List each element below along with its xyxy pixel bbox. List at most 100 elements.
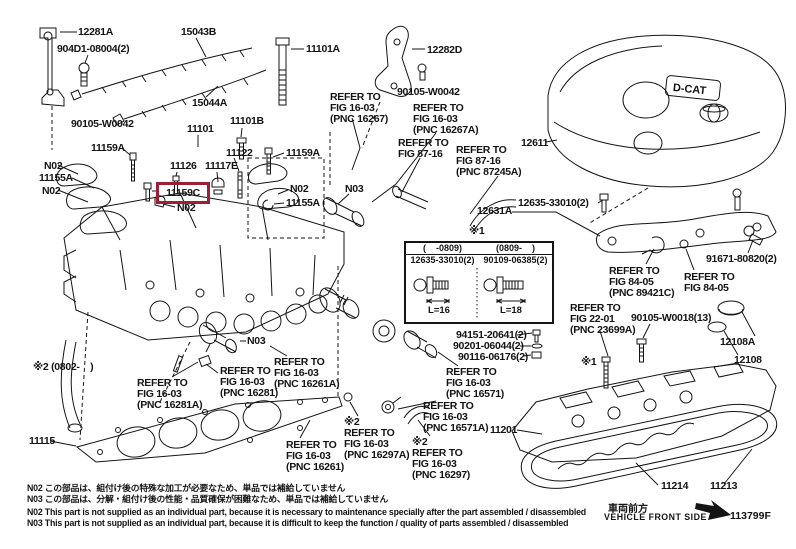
label-12108A: 12108A (720, 336, 755, 348)
bolt-84-05-drawing (679, 239, 695, 271)
label-90105-W0042-a: 90105-W0042 (71, 118, 134, 130)
hanger-bracket-12631-drawing (512, 188, 777, 254)
highlighted-part-label: 11159C (166, 187, 200, 199)
footnote-n03-jp: N03 この部品は、分解・組付け後の性能・品質確保が困難なため、単品では補給して… (27, 494, 389, 504)
label-12611: 12611 (521, 137, 549, 149)
stud-11122-drawing (233, 157, 243, 199)
label-12282D: 12282D (427, 44, 462, 56)
water-pipe-n03-drawing (322, 132, 365, 227)
applicability-col-early: ( -0809) (422, 243, 462, 253)
head-bolt-11101a-drawing (275, 37, 304, 106)
valve-cover-drawing (511, 362, 777, 463)
part-number-late: 90109-06385(2) (483, 255, 548, 265)
refer-87-16: REFER TO FIG 87-16 (398, 137, 449, 160)
refer-16267: REFER TO FIG 16-03 (PNC 16267) (330, 91, 388, 125)
refer-16571A: REFER TO FIG 16-03 (PNC 16571A) (423, 400, 489, 434)
label-11213: 11213 (710, 480, 738, 492)
footnote-n03-en: N03 This part is not supplied as an indi… (27, 518, 569, 528)
label-N03-b: N03 (247, 335, 266, 347)
applicability-part-numbers: 12635-33010(2) 90109-06385(2) (406, 255, 552, 266)
label-90105-W0042-b: 90105-W0042 (397, 86, 460, 98)
bolt-11159a-mid-drawing (264, 147, 285, 175)
part-number-early: 12635-33010(2) (410, 255, 475, 265)
highlighted-part-callout[interactable]: 11159C (156, 182, 210, 204)
label-904D1-08004: 904D1-08004(2) (57, 43, 130, 55)
leader-16267a (371, 132, 437, 203)
label-11101: 11101 (187, 123, 214, 135)
leader-16267 (351, 117, 361, 171)
label-N02-c: N02 (177, 202, 196, 214)
label-11155A-a: 11155A (39, 172, 73, 184)
refer-16281A: REFER TO FIG 16-03 (PNC 16281A) (137, 377, 203, 411)
label-90105-W0018: 90105-W0018(13) (631, 312, 712, 324)
label-11117E: 11117E (205, 160, 238, 172)
label-91671-80820: 91671-80820(2) (706, 253, 777, 265)
bracket-12281a-drawing (39, 27, 77, 150)
label-N02-b: N02 (42, 185, 61, 197)
heater-hose-87245a-drawing (469, 175, 517, 232)
spark-plug-tube-drawing (198, 321, 246, 354)
nut-11117e-drawing (211, 171, 225, 195)
note-mark-1b: ※1 (581, 356, 597, 368)
cylinder-head-drawing (63, 135, 345, 341)
label-12281A: 12281A (78, 26, 113, 38)
clip-11155a-mid-drawing (262, 199, 285, 211)
dipstick-tube-drawing (60, 339, 288, 433)
bolt-11159a-left-drawing (121, 147, 137, 182)
vehicle-front-label-jp: 車両前方 (608, 504, 648, 515)
label-11115: 11115 (29, 435, 55, 447)
bolt-note1-drawing (599, 330, 611, 389)
label-12631A: 12631A (477, 205, 512, 217)
head-gasket-11115-drawing (49, 396, 343, 463)
label-11122: 11122 (226, 147, 253, 159)
sensor-16571-drawing (403, 330, 459, 367)
refer-89421C: REFER TO FIG 84-05 (PNC 89421C) (609, 265, 675, 299)
label-N02-d: N02 (290, 183, 309, 195)
note-mark-1a: ※1 (469, 225, 485, 237)
vehicle-front-label-en: VEHICLE FRONT SIDE (604, 512, 707, 522)
applicability-col-late: (0809- ) (495, 243, 535, 253)
bolt-11101b-drawing (236, 127, 247, 160)
refer-16297A: ※2 REFER TO FIG 16-03 (PNC 16297A) (344, 416, 410, 461)
hose-16297a-drawing (343, 392, 431, 437)
refer-84-05: REFER TO FIG 84-05 (684, 271, 735, 294)
bypass-pipe-drawing (392, 157, 429, 210)
label-15043B: 15043B (181, 26, 216, 38)
label-15044A: 15044A (192, 97, 227, 109)
applicability-table-header: ( -0809) (0809- ) (406, 243, 552, 255)
engine-cover-12611-drawing: D-CAT (545, 34, 786, 225)
bolt-diagram-short (413, 276, 450, 304)
note-mark-2: ※2 (0802- ) (33, 361, 94, 373)
wire-harness-15044a-drawing (112, 69, 267, 126)
toyota-logo-icon (699, 103, 729, 123)
grommet-drawing (372, 319, 396, 343)
bolt-904d1-drawing (78, 54, 90, 87)
bolt-90105-w0018-drawing (636, 323, 651, 363)
label-N03-a: N03 (345, 183, 364, 195)
fastener-stack-drawing (516, 329, 543, 359)
clamp-16571a-drawing (381, 396, 437, 414)
label-11126: 11126 (170, 160, 197, 172)
refer-16281: REFER TO FIG 16-03 (PNC 16281) (220, 365, 278, 399)
label-94151-20641: 94151-20641(2) (456, 329, 527, 341)
bolt-11159c-drawing (143, 182, 156, 202)
clamp-89421c-drawing (641, 236, 665, 265)
label-N02-a: N02 (44, 160, 63, 172)
label-11101B: 11101B (230, 115, 264, 127)
footnote-n02-jp: N02 この部品は、組付け後の特殊な加工が必要なため、単品では補給していません (27, 483, 346, 493)
bolt-length-long: L=18 (500, 305, 522, 316)
label-11159A-a: 11159A (91, 142, 125, 154)
label-12635-33010: 12635-33010(2) (518, 197, 589, 209)
oil-cap-drawing (707, 300, 756, 356)
cover-gasket-drawing (520, 403, 778, 489)
refer-16571: REFER TO FIG 16-03 (PNC 16571) (446, 366, 504, 400)
camshaft-caps-mid-drawing (247, 157, 325, 239)
refer-16267A: REFER TO FIG 16-03 (PNC 16267A) (413, 102, 479, 136)
label-11159A-b: 11159A (286, 147, 320, 159)
bolt-length-short: L=16 (428, 305, 450, 316)
camshaft-caps-left-drawing (56, 163, 127, 235)
engine-cover-badge-text: D-CAT (672, 82, 707, 97)
vvt-sensor-drawing (319, 287, 360, 319)
